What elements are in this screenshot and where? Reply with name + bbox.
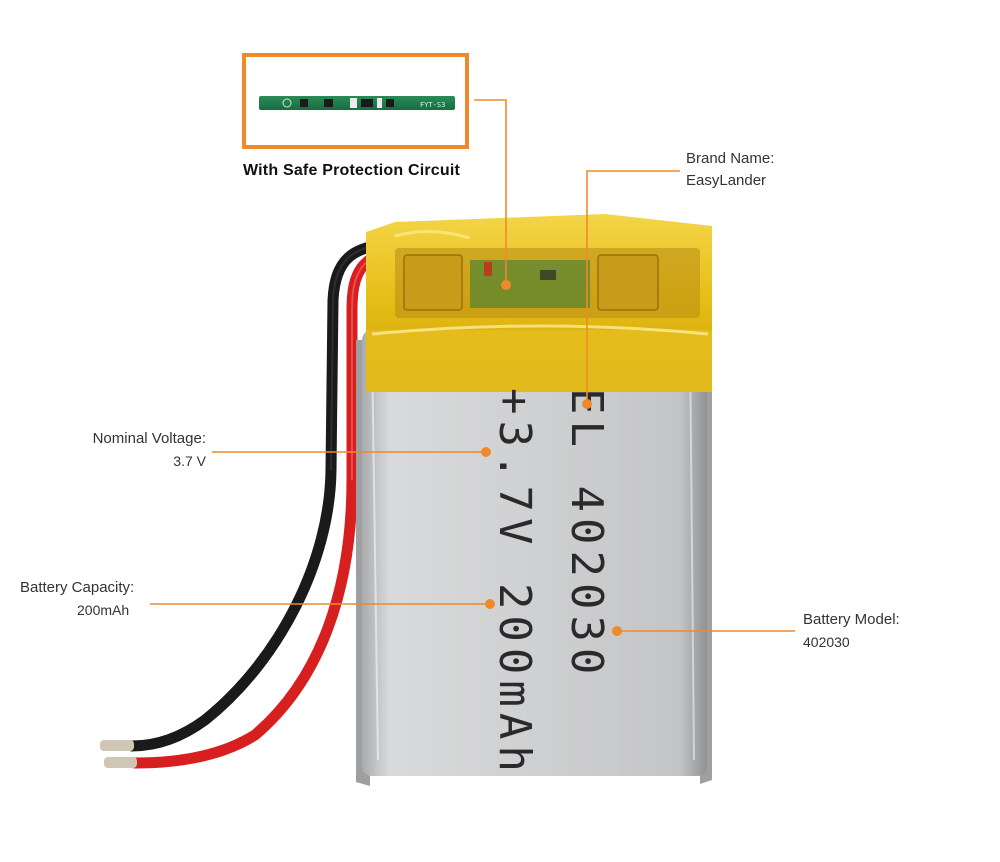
board-chip xyxy=(324,99,333,107)
model-callout: Battery Model: 402030 xyxy=(803,609,900,653)
callout-dot-icon xyxy=(485,599,495,609)
model-title: Battery Model: xyxy=(803,611,900,628)
brand-value: EasyLander xyxy=(686,172,767,189)
board-pad xyxy=(377,98,382,108)
print-line-model: EL 402030 xyxy=(561,388,612,680)
battery-cell: +3.7V 200mAh EL 402030 xyxy=(356,214,712,786)
board-marking: FYT-S3 xyxy=(420,101,445,109)
callout-dot-icon xyxy=(612,626,622,636)
circuit-inset: FYT-S3 xyxy=(242,53,469,149)
capacity-callout: Battery Capacity: 200mAh xyxy=(20,577,134,621)
board-chip xyxy=(300,99,308,107)
capacity-title: Battery Capacity: xyxy=(20,579,135,596)
nickel-tab-left xyxy=(403,254,463,311)
brand-title: Brand Name: xyxy=(686,150,775,167)
brand-leader xyxy=(586,170,680,404)
callout-lines xyxy=(150,99,795,632)
board-chip xyxy=(361,99,373,107)
lead-wires xyxy=(100,238,411,769)
callout-dot-icon xyxy=(481,447,491,457)
wire-tip-red xyxy=(104,757,137,768)
circuit-leader xyxy=(474,99,507,283)
board-via xyxy=(282,98,292,108)
wire-tip-black xyxy=(100,740,134,751)
model-value: 402030 xyxy=(803,634,850,650)
voltage-title: Nominal Voltage: xyxy=(92,430,206,447)
print-line-capacity: +3.7V 200mAh xyxy=(489,388,540,778)
brand-callout: Brand Name: EasyLander xyxy=(686,148,774,192)
callout-dot-icon xyxy=(582,399,592,409)
nickel-tab-right xyxy=(597,254,659,311)
voltage-value: 3.7 V xyxy=(173,453,206,469)
board-pad xyxy=(350,98,357,108)
board-chip xyxy=(386,99,394,107)
voltage-callout: Nominal Voltage: 3.7 V xyxy=(93,428,206,472)
callout-dot-icon xyxy=(501,280,511,290)
capacity-value: 200mAh xyxy=(77,602,130,618)
cell-body xyxy=(362,330,707,776)
circuit-caption: With Safe Protection Circuit xyxy=(243,162,461,179)
